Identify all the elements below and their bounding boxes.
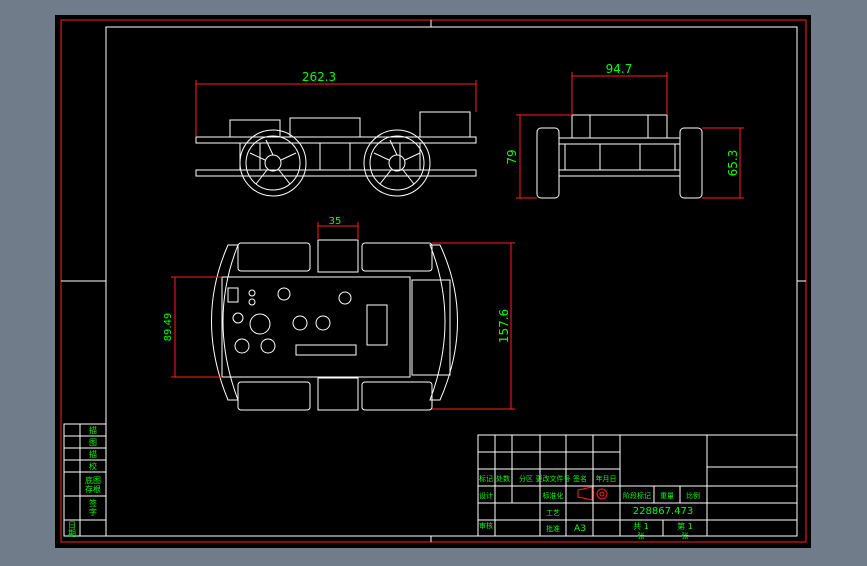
dim-plate-width: 89.49 [163, 313, 174, 342]
left-strip [63, 423, 107, 537]
title-block-row2: 设计 标准化 阶段标记 重量 比例 [479, 491, 700, 500]
dim-wheel-height: 65.3 [726, 150, 740, 177]
tb-cell: 标记 [479, 474, 493, 483]
tb-cell: 标准化 [543, 491, 564, 500]
strip-label: 描 [89, 449, 97, 459]
tb-sheet-total: 共 1 [633, 522, 649, 531]
tb-cell: 工艺 [546, 509, 560, 517]
wheel-left [239, 129, 307, 197]
tb-cell: 比例 [686, 491, 700, 500]
tb-scale: A3 [574, 524, 586, 534]
dim-side-height: 79 [505, 149, 519, 164]
title-block [477, 434, 798, 537]
title-block-row1: 标记 处数 分区 更改文件号 签名 年月日 [479, 474, 617, 483]
strip-label: 期 [68, 529, 76, 538]
strip-label: 描 [89, 425, 97, 435]
top-view [211, 239, 458, 411]
tb-cell: 年月日 [596, 474, 617, 483]
tb-cell: 审核 [479, 521, 493, 530]
top-dims [171, 222, 515, 410]
dim-plate-length: 157.6 [497, 309, 511, 343]
projection-symbol [577, 486, 608, 501]
title-block-row3: 审核 工艺 批准 [479, 509, 560, 533]
tb-cell: 重量 [660, 492, 674, 500]
strip-label: 日 [68, 521, 76, 530]
tb-cell: 处数 [496, 474, 510, 483]
tb-sheet-label-b: 张 [682, 531, 689, 540]
strip-label: 存根 [85, 484, 101, 494]
tb-cell: 更改文件号 [536, 474, 571, 483]
tb-sheet-label-a: 张 [638, 531, 645, 540]
strip-label: 签 [89, 498, 97, 508]
tb-cell: 分区 [519, 474, 533, 483]
tb-cell: 签名 [573, 474, 587, 483]
tb-sheet-index: 第 1 [677, 521, 693, 531]
dim-side-width: 94.7 [606, 62, 633, 76]
wheel-right [363, 129, 431, 197]
side-dims [516, 72, 744, 199]
tb-cell: 批准 [546, 524, 560, 533]
front-view [195, 111, 477, 197]
drawing-sheet [55, 15, 811, 548]
strip-label: 字 [89, 507, 97, 517]
strip-label: 图 [89, 438, 97, 447]
strip-label: 校 [89, 461, 97, 471]
strip-label: 底图 [85, 475, 101, 485]
left-strip-labels: 描 图 描 校 底图 存根 签 字 日 期 [68, 425, 101, 538]
dim-plate-tab: 35 [329, 216, 342, 227]
side-view [536, 114, 703, 199]
tb-drawing-no: 228867.473 [633, 506, 693, 517]
front-dim [195, 80, 477, 136]
dim-front-width: 262.3 [302, 70, 336, 84]
tb-cell: 阶段标记 [623, 491, 651, 500]
tb-cell: 设计 [479, 491, 493, 500]
center-marks [61, 20, 806, 542]
